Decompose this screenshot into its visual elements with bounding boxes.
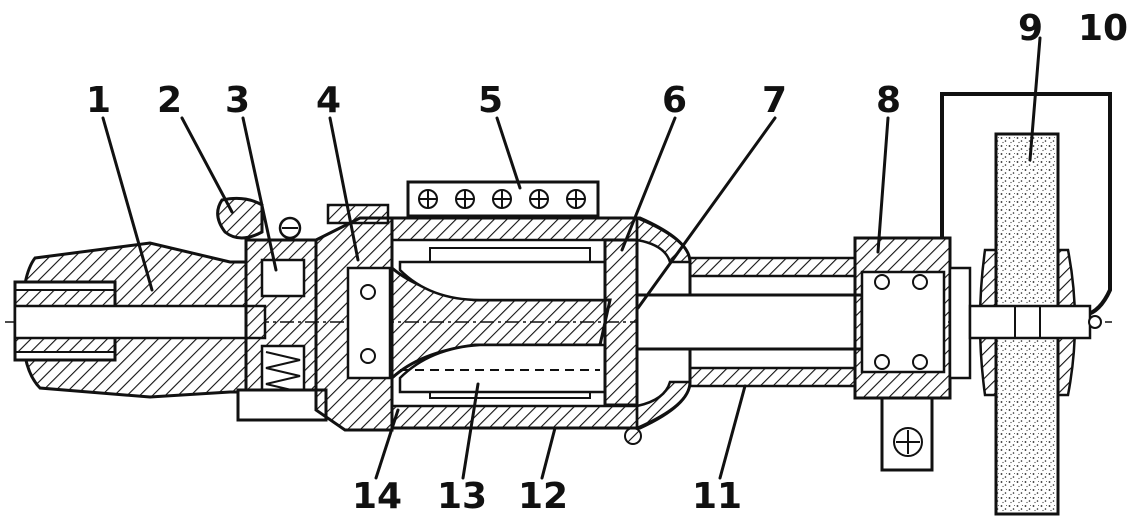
callout-5: 5	[478, 80, 503, 121]
rear-bearing-housing	[853, 236, 972, 472]
callout-12: 12	[518, 476, 568, 517]
handle-body	[13, 241, 267, 399]
callout-labels: 1 2 3 4 5 6 7 8 9 10 11 12 13 14	[86, 8, 1128, 517]
front-end-shield	[314, 203, 394, 432]
trigger-knob	[216, 196, 302, 240]
callout-2: 2	[157, 80, 182, 121]
callout-6: 6	[662, 80, 687, 121]
callout-11: 11	[692, 476, 742, 517]
rotor	[390, 260, 612, 394]
callout-14: 14	[352, 476, 402, 517]
callout-1: 1	[86, 80, 111, 121]
callout-13: 13	[437, 476, 487, 517]
leader-lines	[101, 36, 1042, 480]
callout-4: 4	[316, 80, 341, 121]
rotor-end-plate	[603, 238, 639, 407]
shaft-tube	[688, 256, 857, 388]
grinding-wheel	[968, 132, 1102, 516]
callout-3: 3	[225, 80, 250, 121]
switch-housing	[236, 238, 328, 422]
callout-10: 10	[1078, 8, 1128, 49]
callout-7: 7	[762, 80, 787, 121]
shaft	[635, 293, 864, 351]
callout-9: 9	[1018, 8, 1043, 49]
terminal-strip	[406, 180, 600, 218]
callout-8: 8	[876, 80, 901, 121]
